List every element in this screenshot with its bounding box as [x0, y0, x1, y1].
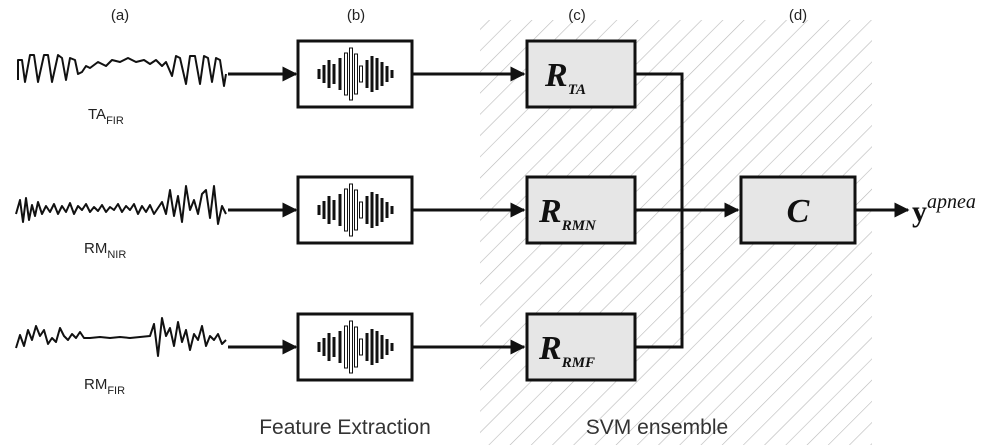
wavelet-bar — [349, 47, 353, 101]
wavelet-bar — [375, 331, 379, 363]
stage-label-b: (b) — [347, 7, 365, 24]
wavelet-bar — [349, 183, 353, 237]
connector-rmf-to-bus — [635, 210, 684, 349]
signal-label-rm-nir: RMNIR — [84, 240, 126, 261]
wavelet-bars-icon — [317, 320, 394, 374]
wavelet-bar — [332, 64, 336, 84]
wavelet-bar — [354, 326, 358, 368]
wavelet-bar — [370, 329, 374, 365]
wavelet-bar — [365, 60, 369, 88]
output-sup: apnea — [927, 191, 976, 213]
wavelet-bar — [344, 325, 348, 369]
regressor-box-ta: RTA — [525, 39, 637, 109]
wavelet-bars-icon — [317, 183, 394, 237]
wavelet-bar — [354, 53, 358, 95]
connector-ta-to-bus — [635, 72, 684, 210]
output-label: yapnea — [912, 191, 976, 228]
regressor-ta-sub: TA — [568, 82, 586, 98]
signal-rm-nir-sub: NIR — [107, 249, 126, 261]
wavelet-bars-icon — [317, 47, 394, 101]
wavelet-bar — [390, 70, 394, 78]
feature-extractor-box-1 — [296, 39, 414, 109]
wavelet-bar — [375, 194, 379, 226]
waveform-icon-ta-fir — [17, 54, 227, 87]
wavelet-bar — [359, 201, 363, 219]
wavelet-bar — [385, 66, 389, 82]
regressor-rmf-sub: RMF — [561, 355, 595, 371]
wavelet-bar — [385, 339, 389, 355]
combiner-box: C — [739, 175, 857, 245]
feature-extractor-box-3 — [296, 312, 414, 382]
wavelet-bar — [380, 335, 384, 359]
stage-label-a: (a) — [111, 7, 129, 24]
wavelet-bar — [370, 56, 374, 92]
section-label-svm-ensemble: SVM ensemble — [586, 416, 728, 439]
regressor-box-rmn: RRMN — [525, 175, 637, 245]
stage-label-c: (c) — [568, 7, 586, 24]
wavelet-bar — [349, 320, 353, 374]
wavelet-bar — [317, 205, 321, 215]
wavelet-bar — [359, 65, 363, 83]
wavelet-bar — [322, 65, 326, 83]
wavelet-bar — [317, 69, 321, 79]
wavelet-bar — [380, 198, 384, 222]
signal-ta-fir-sub: FIR — [106, 115, 124, 127]
signal-label-ta-fir: TAFIR — [88, 106, 124, 127]
svg-text:RTA: RTA — [544, 57, 586, 98]
wavelet-bar — [354, 189, 358, 231]
regressor-ta-main: R — [544, 57, 568, 94]
svg-text:RRMF: RRMF — [538, 330, 595, 371]
wavelet-bar — [359, 338, 363, 356]
wavelet-bar — [332, 337, 336, 357]
wavelet-bar — [317, 342, 321, 352]
wavelet-bar — [365, 333, 369, 361]
wavelet-bar — [338, 331, 342, 363]
wavelet-bar — [332, 200, 336, 220]
wavelet-bar — [390, 206, 394, 214]
regressor-rmf-main: R — [538, 330, 562, 367]
signal-rm-fir-main: RM — [84, 376, 107, 393]
wavelet-bar — [338, 58, 342, 90]
wavelet-bar — [344, 52, 348, 96]
wavelet-bar — [365, 196, 369, 224]
waveform-icon-rm-nir — [15, 185, 227, 225]
wavelet-bar — [327, 60, 331, 88]
wavelet-bar — [344, 188, 348, 232]
regressor-box-rmf: RRMF — [525, 312, 637, 382]
signal-ta-fir-main: TA — [88, 106, 106, 123]
wavelet-bar — [327, 333, 331, 361]
wavelet-bar — [322, 338, 326, 356]
output-main: y — [912, 195, 927, 228]
wavelet-bar — [375, 58, 379, 90]
section-label-feature-extraction: Feature Extraction — [259, 416, 431, 439]
svg-text:RRMN: RRMN — [538, 193, 597, 234]
signal-label-rm-fir: RMFIR — [84, 376, 125, 397]
feature-extractor-box-2 — [296, 175, 414, 245]
stage-label-d: (d) — [789, 7, 807, 24]
wavelet-bar — [385, 202, 389, 218]
wavelet-bar — [338, 194, 342, 226]
signal-rm-nir-main: RM — [84, 240, 107, 257]
waveform-icon-rm-fir — [15, 317, 227, 357]
wavelet-bar — [370, 192, 374, 228]
wavelet-bar — [327, 196, 331, 224]
regressor-rmn-sub: RMN — [561, 218, 597, 234]
wavelet-bar — [380, 62, 384, 86]
signal-rm-fir-sub: FIR — [107, 385, 125, 397]
wavelet-bar — [390, 343, 394, 351]
regressor-rmn-main: R — [538, 193, 562, 230]
combiner-label: C — [787, 193, 810, 230]
wavelet-bar — [322, 201, 326, 219]
